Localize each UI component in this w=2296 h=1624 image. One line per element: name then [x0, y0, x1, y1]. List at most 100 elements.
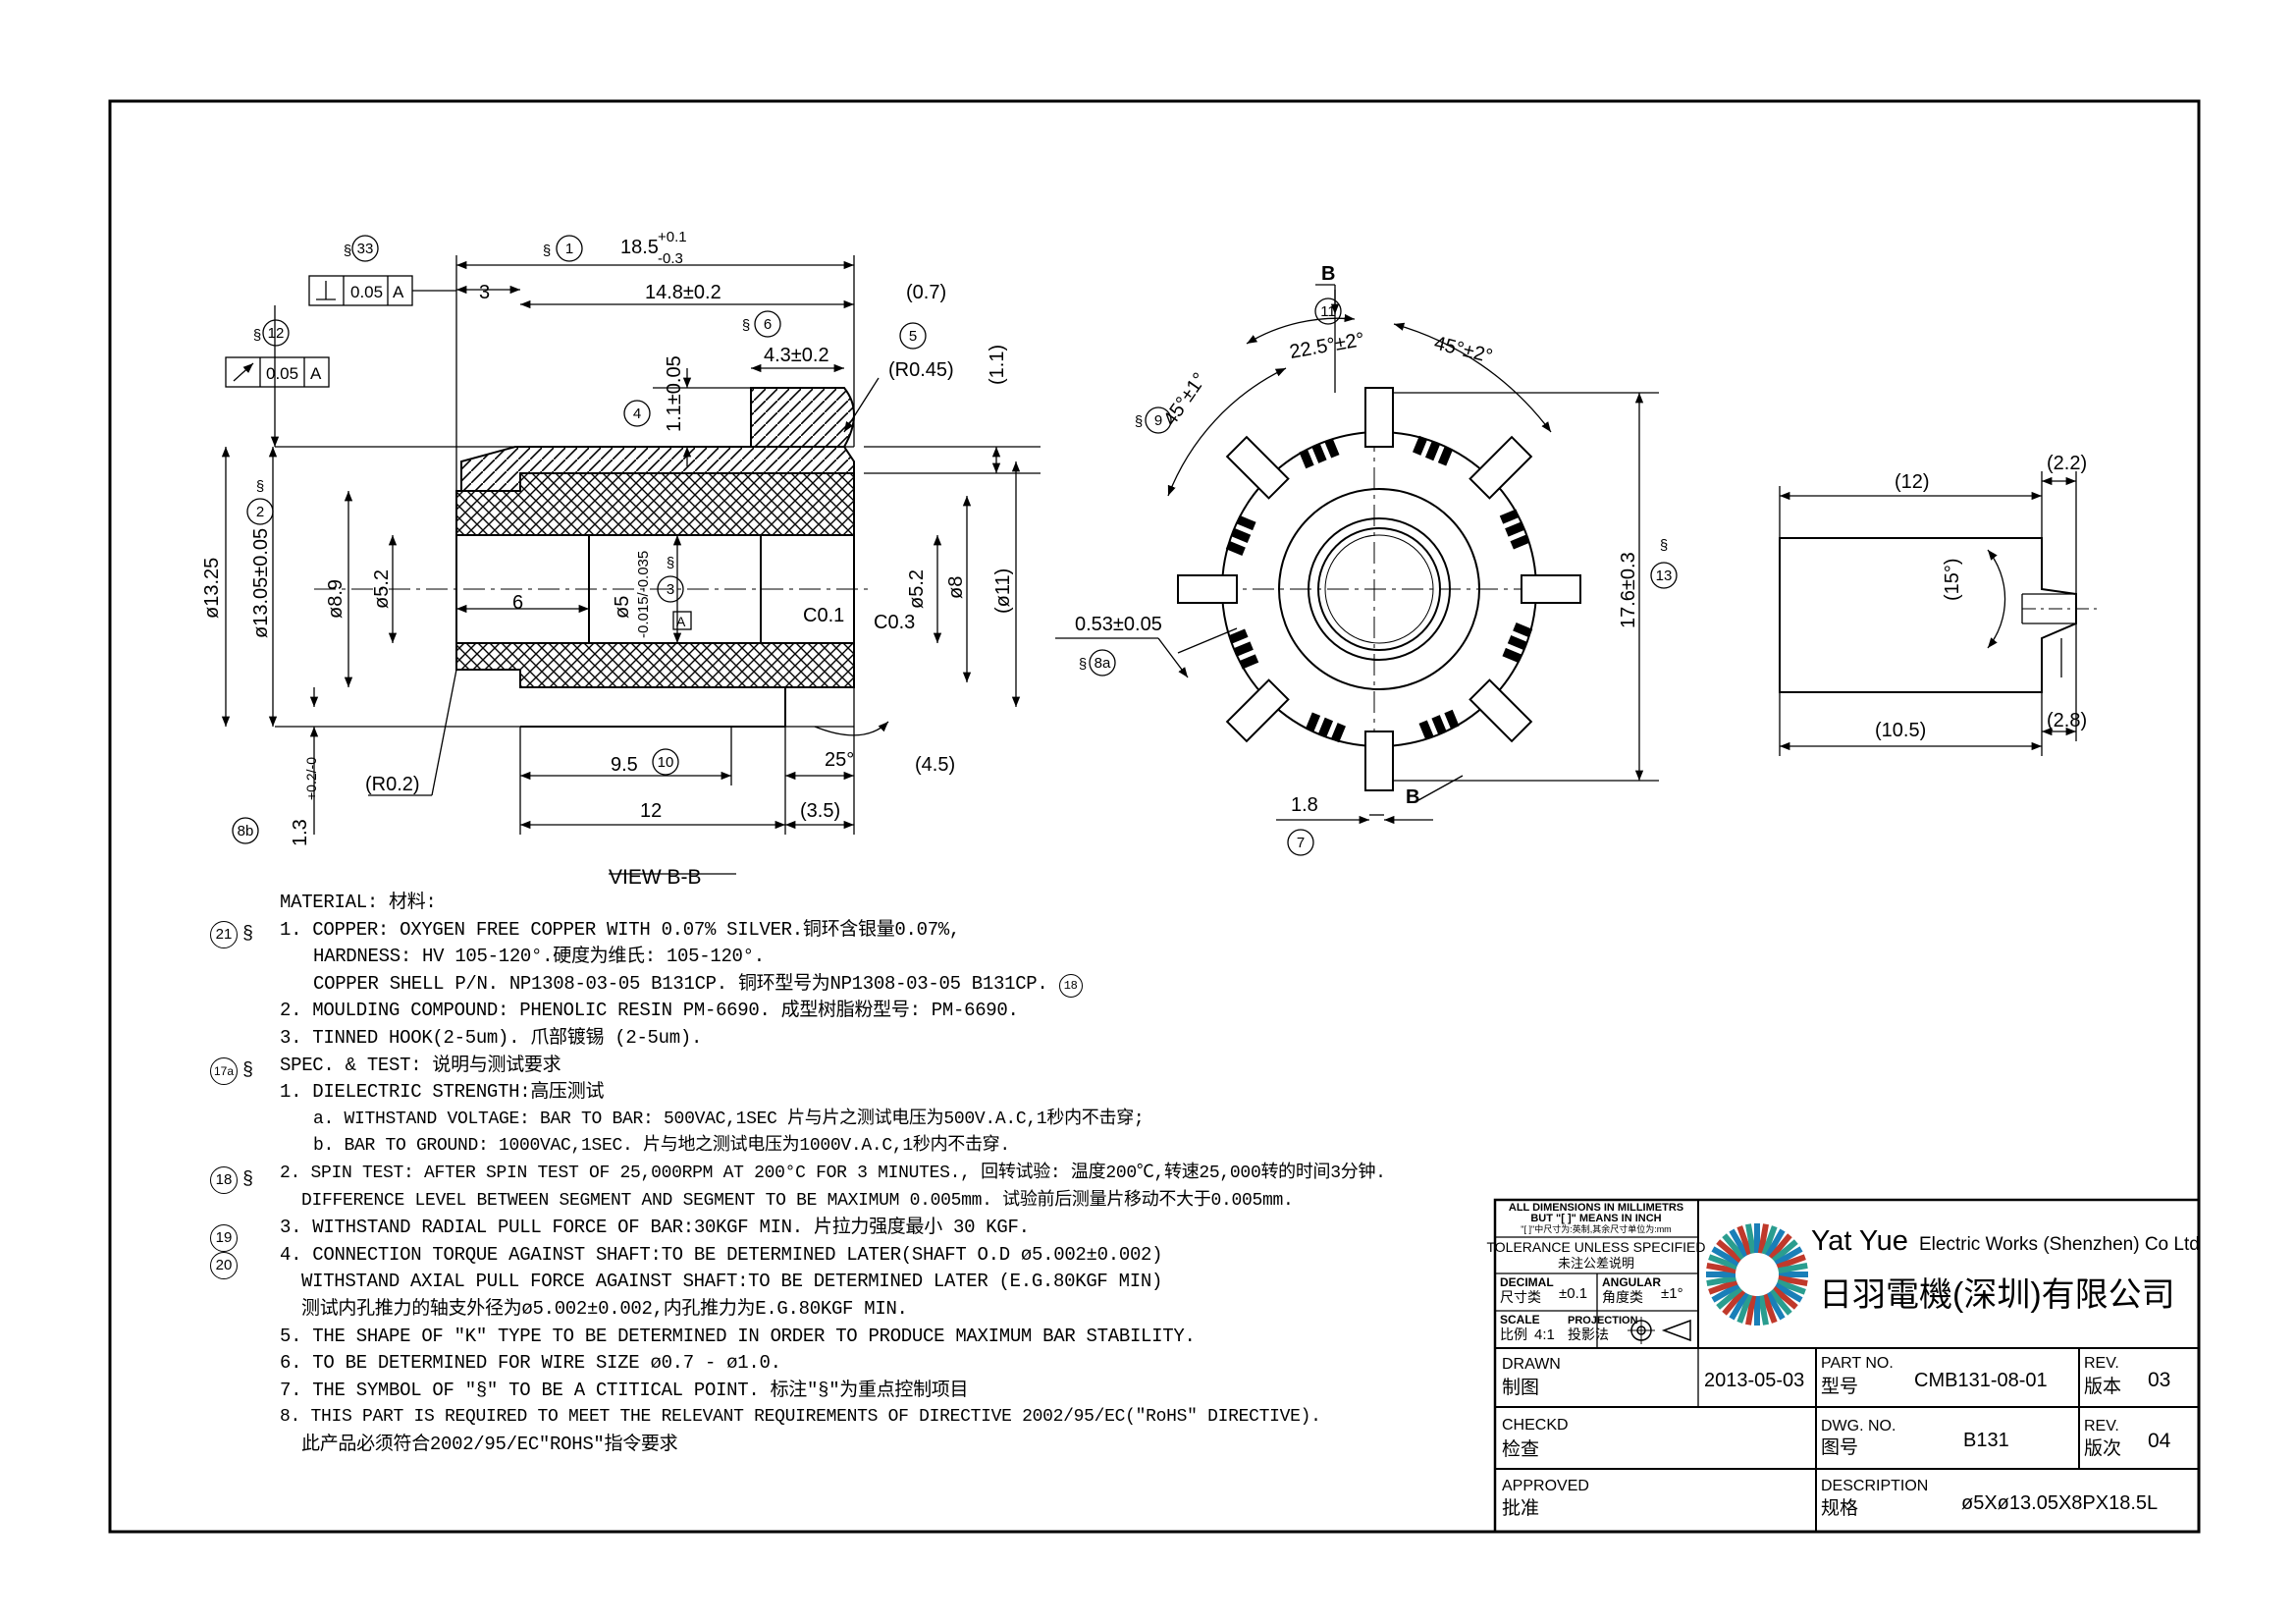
- svg-text:尺寸类: 尺寸类: [1500, 1289, 1541, 1305]
- note-ref-20: 20: [210, 1252, 238, 1279]
- logo-ray: [1761, 1225, 1778, 1256]
- svg-text:§: §: [1135, 413, 1143, 430]
- svg-text:PART NO.: PART NO.: [1821, 1355, 1894, 1372]
- commutator-hook: [1225, 678, 1290, 743]
- svg-text:A: A: [393, 283, 404, 301]
- hook-top: [750, 387, 855, 448]
- logo-ray: [1745, 1223, 1757, 1254]
- svg-text:ø8: ø8: [945, 576, 967, 599]
- svg-text:版次: 版次: [2084, 1437, 2121, 1459]
- commutator-hook: [1177, 574, 1238, 604]
- svg-text:-0.3: -0.3: [658, 250, 683, 267]
- svg-text:0.05: 0.05: [350, 283, 383, 301]
- svg-text:0.05: 0.05: [266, 364, 298, 383]
- hook-detail: [1779, 537, 2101, 693]
- svg-text:±1°: ±1°: [1661, 1285, 1683, 1302]
- segment-slot: [1505, 521, 1525, 537]
- svg-text:3: 3: [667, 581, 674, 598]
- svg-text:45°±2°: 45°±2°: [1432, 333, 1495, 368]
- svg-text:DECIMAL: DECIMAL: [1500, 1275, 1554, 1289]
- svg-text:BUT "[ ]" MEANS IN INCH: BUT "[ ]" MEANS IN INCH: [1530, 1213, 1661, 1224]
- svg-text:45°±1°: 45°±1°: [1159, 369, 1211, 430]
- logo-ray: [1765, 1291, 1786, 1321]
- svg-text:§: §: [1079, 656, 1087, 673]
- svg-text:25°: 25°: [825, 749, 854, 771]
- logo-ray: [1765, 1228, 1786, 1258]
- company-name-big: Yat Yue: [1811, 1225, 1908, 1257]
- svg-text:ø8.9: ø8.9: [325, 579, 347, 619]
- logo-ray: [1757, 1295, 1769, 1326]
- svg-text:1.1±0.05: 1.1±0.05: [664, 355, 685, 432]
- drawing-date: 2013-05-03: [1704, 1370, 1804, 1391]
- segment-slot: [1502, 647, 1522, 664]
- svg-text:(R0.45): (R0.45): [888, 359, 954, 381]
- logo-ray: [1757, 1223, 1769, 1254]
- logo-ray: [1706, 1274, 1736, 1286]
- svg-text:(2.8): (2.8): [2047, 710, 2087, 731]
- segment-slot: [1225, 540, 1246, 556]
- svg-text:§: §: [742, 317, 750, 334]
- logo-ray: [1729, 1228, 1749, 1258]
- svg-text:(ø11): (ø11): [992, 568, 1014, 614]
- svg-text:ø13.25: ø13.25: [201, 558, 223, 619]
- svg-text:4:1: 4:1: [1534, 1326, 1555, 1343]
- svg-text:13: 13: [1656, 568, 1673, 584]
- logo-ray: [1776, 1278, 1806, 1295]
- segment-slot: [1311, 443, 1327, 463]
- svg-text:0.53±0.05: 0.53±0.05: [1075, 614, 1162, 635]
- svg-text:未注公差说明: 未注公差说明: [1558, 1256, 1634, 1271]
- note-ref-19: 19: [210, 1224, 238, 1252]
- svg-text:版本: 版本: [2084, 1376, 2121, 1397]
- svg-text:ALL DIMENSIONS IN MILLIMETRS: ALL DIMENSIONS IN MILLIMETRS: [1509, 1202, 1683, 1214]
- svg-text:ø5: ø5: [612, 596, 633, 619]
- section-dim-text: 18.5 +0.1 -0.3 3 14.8±0.2 (0.7) 4.3±0.2 …: [201, 229, 1014, 889]
- logo-ray: [1722, 1233, 1746, 1261]
- svg-text:(R0.2): (R0.2): [365, 774, 420, 795]
- svg-text:B: B: [1321, 263, 1335, 285]
- svg-text:8a: 8a: [1095, 655, 1111, 672]
- segment-slot: [1236, 514, 1256, 531]
- svg-text:型号: 型号: [1821, 1376, 1858, 1397]
- logo-ray: [1761, 1293, 1778, 1324]
- spec-heading: SPEC. & TEST: 说明与测试要求: [280, 1054, 561, 1076]
- svg-text:C0.1: C0.1: [803, 605, 844, 626]
- svg-text:33: 33: [357, 241, 374, 257]
- svg-text:DESCRIPTION: DESCRIPTION: [1821, 1478, 1928, 1494]
- svg-text:检查: 检查: [1502, 1438, 1539, 1460]
- logo-ray: [1708, 1278, 1738, 1295]
- logo-ray: [1778, 1274, 1808, 1286]
- commutator-hook: [1521, 574, 1581, 604]
- segment-slot: [1444, 709, 1460, 730]
- segment-slot: [1418, 720, 1434, 740]
- svg-text:2: 2: [256, 504, 264, 520]
- segment-slot: [1507, 634, 1527, 651]
- svg-text:(4.5): (4.5): [915, 754, 955, 776]
- svg-text:投影法: 投影法: [1568, 1326, 1609, 1342]
- svg-text:ANGULAR: ANGULAR: [1602, 1275, 1661, 1289]
- svg-text:C0.3: C0.3: [874, 612, 915, 633]
- svg-text:(0.7): (0.7): [906, 282, 946, 303]
- logo-ray: [1768, 1233, 1792, 1261]
- svg-text:1.3: 1.3: [290, 819, 311, 846]
- svg-text:-0.015/-0.035: -0.015/-0.035: [635, 551, 652, 638]
- logo-ray: [1706, 1263, 1736, 1274]
- svg-text:(15°): (15°): [1942, 558, 1963, 601]
- svg-text:ø13.05±0.05: ø13.05±0.05: [250, 528, 272, 638]
- svg-text:6: 6: [512, 592, 523, 614]
- logo-center: [1737, 1255, 1777, 1294]
- svg-text:5: 5: [909, 328, 917, 345]
- segment-slot: [1317, 717, 1334, 737]
- svg-text:§: §: [1660, 537, 1668, 554]
- version: 04: [2148, 1430, 2171, 1452]
- svg-text:CHECKD: CHECKD: [1502, 1417, 1569, 1434]
- svg-text:4.3±0.2: 4.3±0.2: [764, 345, 829, 366]
- svg-text:1: 1: [565, 241, 573, 257]
- svg-text:A: A: [310, 364, 322, 383]
- moulding-bottom: [455, 642, 855, 688]
- title-block: [1493, 1198, 2201, 1534]
- svg-text:(12): (12): [1895, 471, 1930, 493]
- svg-text:+0.2/-0: +0.2/-0: [303, 757, 319, 800]
- svg-text:12: 12: [268, 325, 285, 342]
- svg-text:REV.: REV.: [2084, 1355, 2119, 1372]
